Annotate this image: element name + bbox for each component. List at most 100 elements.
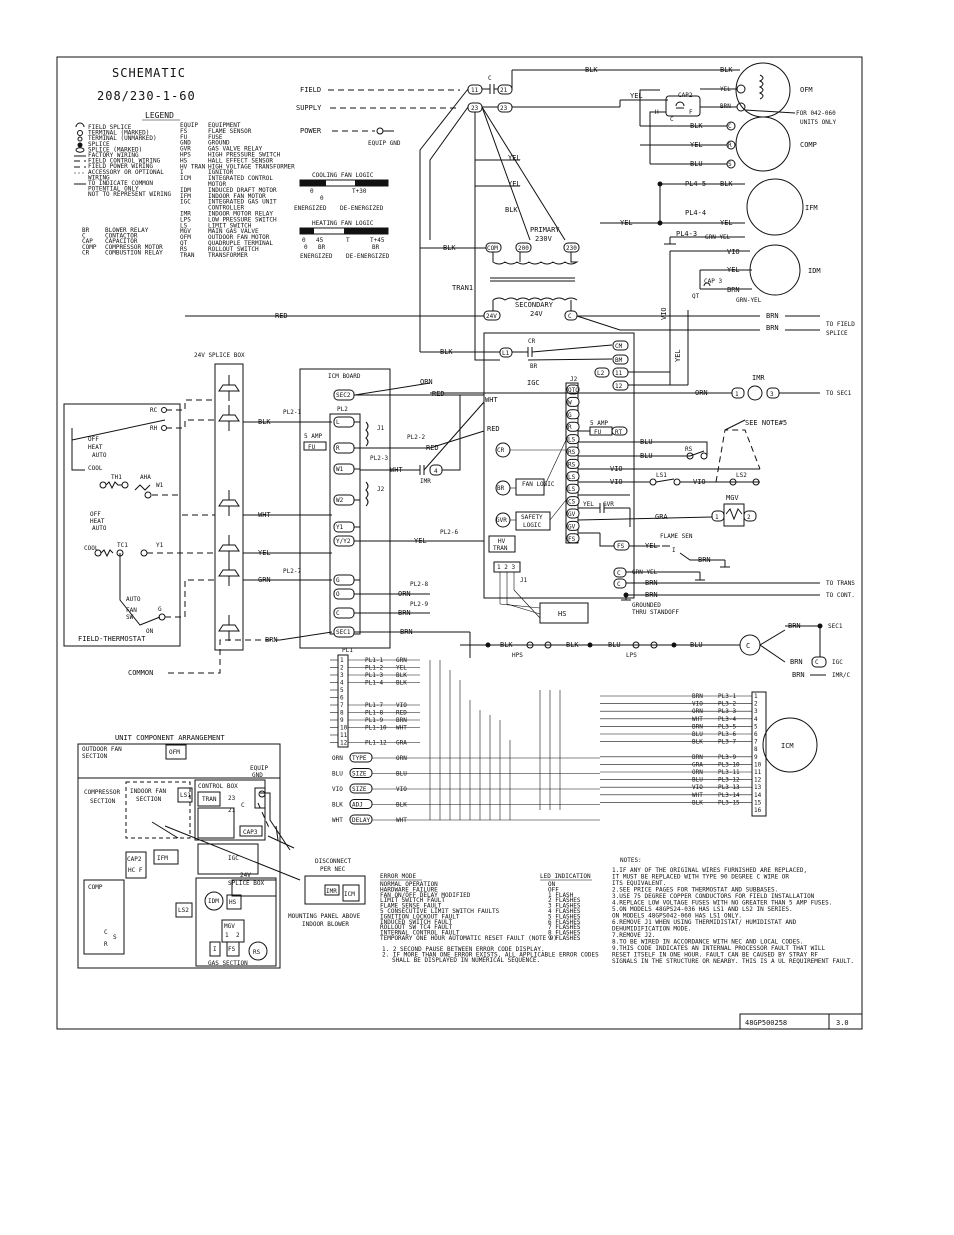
svg-text:PL4-4: PL4-4 [685, 209, 706, 217]
legend-symbol-label: TERMINAL (MARKED) [88, 130, 149, 137]
igc-terminal-label: R [568, 424, 572, 431]
svg-text:TO FIELD: TO FIELD [826, 321, 855, 328]
icm-pin: 7 [754, 739, 758, 746]
svg-text:WHT: WHT [390, 466, 403, 474]
legend-abbrev-desc: INDUCED DRAFT MOTOR [208, 187, 277, 194]
svg-text:VIO: VIO [610, 465, 623, 473]
svg-text:230V: 230V [535, 235, 553, 243]
svg-text:YEL: YEL [674, 349, 682, 362]
svg-text:OFF: OFF [88, 436, 99, 443]
legend-abbrev-desc: LIMIT SWITCH [208, 222, 252, 229]
error-mode: HARDWARE FAILURE [380, 886, 438, 893]
title-schematic: SCHEMATIC [112, 66, 186, 80]
svg-text:IDM: IDM [208, 898, 219, 905]
legend-symbol-label: POTENTIAL ONLY [88, 186, 139, 193]
svg-text:J2: J2 [570, 376, 578, 383]
icm-terminal-label: SEC1 [336, 629, 351, 636]
note-line: 8.TO BE WIRED IN ACCORDANCE WITH NEC AND… [612, 939, 803, 946]
icm-terminal-label: SEC2 [336, 392, 351, 399]
legend-abbrev-code: CAP [82, 238, 93, 245]
svg-text:IGC: IGC [527, 379, 540, 387]
transformer: COM 200 230 PRIMARY 230V TRAN1 SECONDARY… [185, 226, 855, 337]
svg-text:C: C [815, 659, 819, 666]
svg-text:ORN: ORN [420, 378, 433, 386]
svg-text:HEATING FAN LOGIC: HEATING FAN LOGIC [312, 220, 374, 227]
svg-text:FOR 042-060: FOR 042-060 [796, 110, 836, 117]
drawing-frame [56, 56, 863, 1030]
svg-text:4: 4 [434, 468, 438, 475]
svg-text:S: S [728, 161, 732, 168]
svg-text:24V: 24V [530, 310, 543, 318]
svg-text:BLU: BLU [608, 641, 621, 649]
icm-terminal-label: C [336, 610, 340, 617]
icm-terminal-label: L [336, 419, 340, 426]
legend-abbrev-desc: BLOWER RELAY [105, 227, 149, 234]
field-supply: FIELD SUPPLY POWER EQUIP GND 11 23 21 23… [296, 66, 740, 361]
svg-text:NOTES:: NOTES: [620, 857, 642, 864]
note-line: RESET ITSELF IN ONE HOUR. FAULT CAN BE C… [612, 952, 818, 959]
svg-text:YEL: YEL [508, 154, 521, 162]
svg-text:IFM: IFM [805, 204, 818, 212]
svg-text:J1: J1 [377, 425, 385, 432]
svg-text:RED: RED [487, 425, 500, 433]
icm-pin-wire: BLU [692, 731, 703, 738]
error-footnote: 2. IF MORE THAN ONE ERROR EXISTS, ALL AP… [382, 951, 599, 958]
igc-terminal-label: FS [568, 536, 576, 543]
svg-text:ICM: ICM [344, 891, 355, 898]
svg-text:HEAT: HEAT [88, 444, 103, 451]
dip-wire-out: ORN [396, 755, 407, 762]
note-line: DEHUMIDIFICATION MODE. [612, 926, 691, 933]
svg-text:FLAME SEN: FLAME SEN [660, 533, 693, 540]
legend-abbrev-code: QT [180, 240, 188, 247]
dip-wire-out: VIO [396, 786, 407, 793]
svg-text:21: 21 [500, 87, 508, 94]
legend-abbrev-desc: CONTROLLER [208, 205, 245, 212]
icm-pin-wire: GRA [692, 761, 703, 768]
error-led: ON [548, 881, 556, 888]
svg-text:FS: FS [617, 543, 625, 550]
icm-pin-wire: WHT [692, 716, 703, 723]
icm-terminal-label: Y/Y2 [336, 538, 351, 545]
error-led: 1 FLASH [548, 892, 574, 899]
svg-text:W1: W1 [156, 482, 164, 489]
pl1-pin: 9 [340, 717, 344, 724]
svg-text:5 AMP: 5 AMP [304, 433, 322, 440]
icm-pin-label: PL3-1 [718, 693, 736, 700]
legend-abbrev-code: CR [82, 249, 90, 256]
icm-terminal-label: O [336, 591, 340, 598]
indoor-motor-relay: IMR 1 3 ORN TO SEC1 [430, 374, 852, 401]
note-line: ITS EQUIVALENT. [612, 880, 666, 887]
svg-text:FIELD-THERMOSTAT: FIELD-THERMOSTAT [78, 635, 146, 643]
svg-text:CAP3: CAP3 [243, 829, 258, 836]
svg-text:BRN: BRN [698, 556, 711, 564]
legend-abbrev-desc: HALL EFFECT SENSOR [208, 157, 273, 164]
svg-text:GVR: GVR [496, 517, 507, 524]
svg-text:IGC: IGC [832, 659, 843, 666]
svg-text:UNITS ONLY: UNITS ONLY [800, 119, 837, 126]
induced-draft-motor: IDM VIO YEL BRN GRN-YEL CAP 3 QT VIO [660, 244, 821, 385]
icm-pin: 12 [754, 777, 762, 784]
legend-abbrev-code: EQUIP [180, 122, 198, 129]
icm-pin-wire: BRN [692, 754, 703, 761]
svg-text:T+30: T+30 [352, 188, 367, 195]
pl1-label: PL1-1 [365, 657, 383, 664]
svg-text:SUPPLY: SUPPLY [296, 104, 322, 112]
svg-text:SPLICE: SPLICE [826, 330, 848, 337]
pl1-label: PL1-2 [365, 665, 383, 672]
svg-text:3: 3 [770, 391, 774, 398]
legend-abbrev-desc: LOW PRESSURE SWITCH [208, 216, 277, 223]
svg-text:INDOOR BLOWER: INDOOR BLOWER [302, 921, 349, 928]
svg-text:GVR: GVR [603, 501, 614, 508]
svg-text:BRN: BRN [788, 622, 801, 630]
icm-pin: 10 [754, 761, 762, 768]
legend-abbrev-desc: EQUIPMENT [208, 122, 241, 129]
svg-text:C: C [670, 116, 674, 123]
legend-abbrev-desc: INDOOR FAN MOTOR [208, 193, 266, 200]
error-code-table: ERROR MODE LED INDICATION NORMAL OPERATI… [380, 873, 599, 964]
legend-abbrev-code: RS [180, 246, 188, 253]
